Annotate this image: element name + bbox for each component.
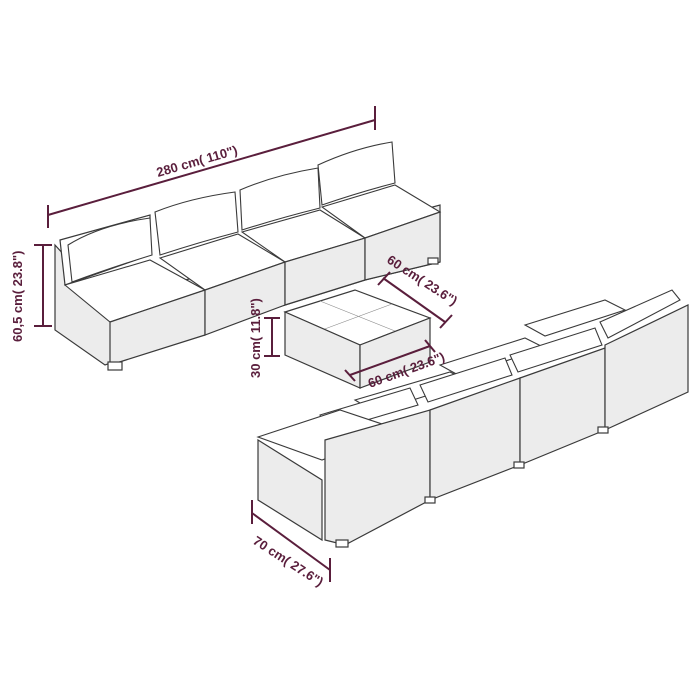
label-height: 60,5 cm( 23.8") bbox=[10, 251, 25, 342]
sofa-module-3 bbox=[239, 167, 367, 306]
sofa-module-2 bbox=[154, 191, 287, 336]
label-table-height: 30 cm( 11.8") bbox=[248, 298, 263, 378]
back-panel-4 bbox=[604, 304, 689, 431]
label-total-width: 280 cm( 110") bbox=[155, 142, 239, 179]
sofa-module-1 bbox=[59, 214, 207, 366]
top-sofa-row bbox=[54, 141, 442, 371]
sofa-module-4 bbox=[317, 141, 442, 281]
label-seat-depth: 70 cm( 27.6") bbox=[250, 533, 326, 589]
bottom-sofa-row bbox=[256, 289, 689, 548]
back-panel-1 bbox=[324, 409, 431, 546]
coffee-table bbox=[283, 289, 432, 389]
dimension-lines bbox=[34, 106, 453, 582]
